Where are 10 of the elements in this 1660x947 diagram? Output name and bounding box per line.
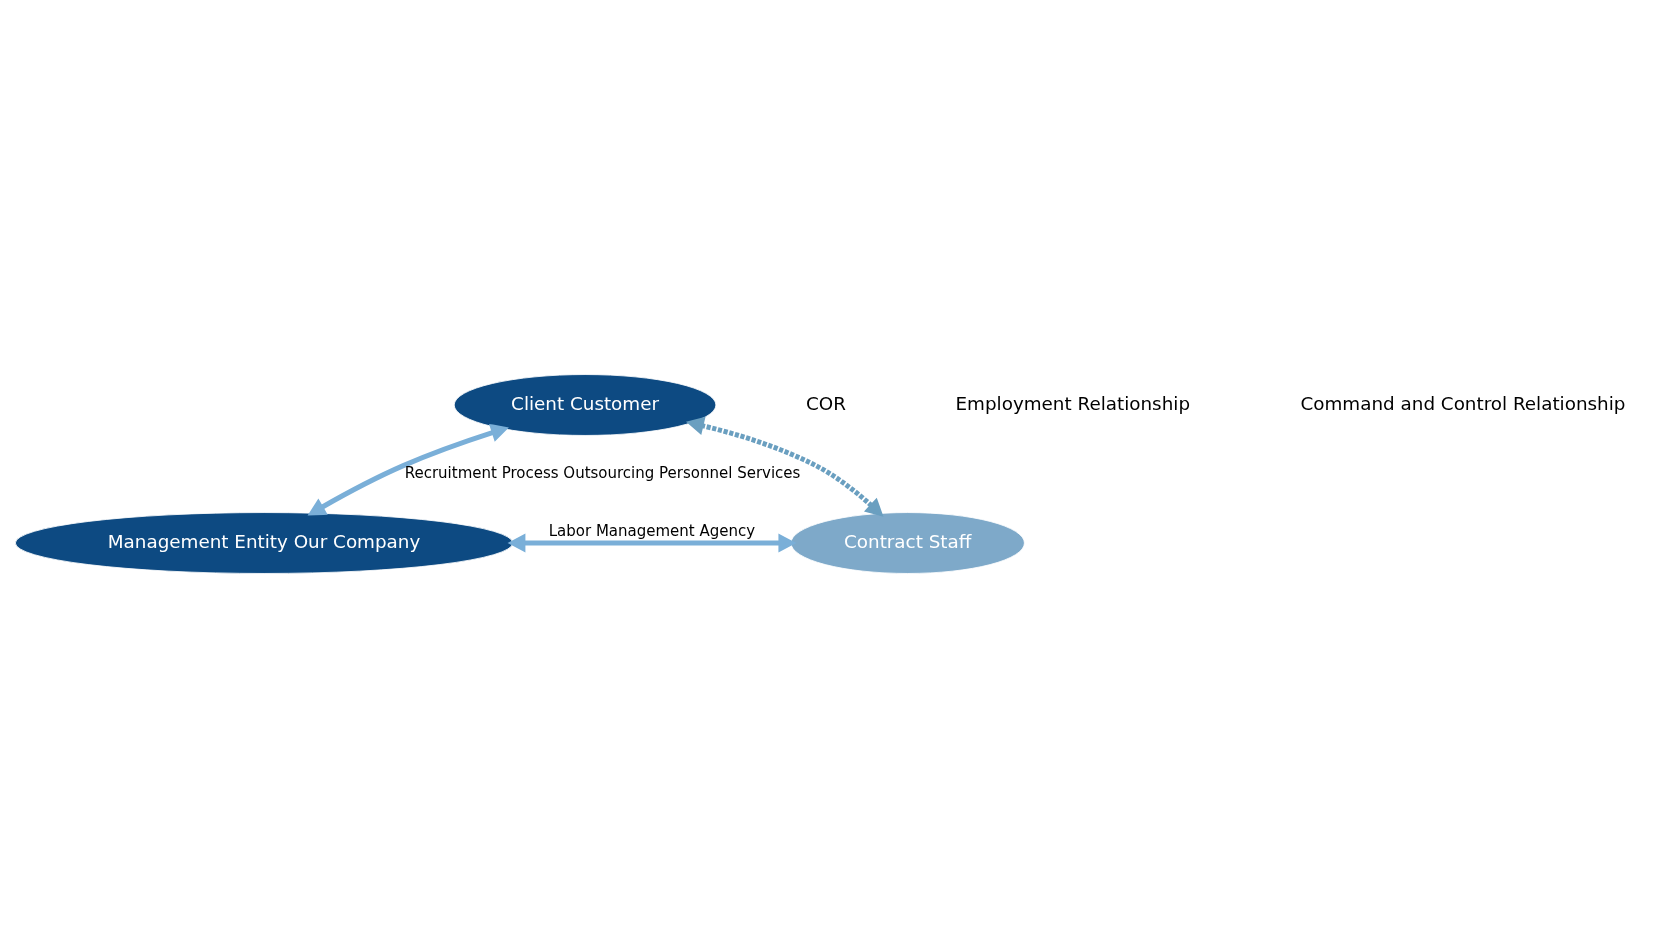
arrow bbox=[307, 423, 509, 515]
arrow bbox=[686, 416, 884, 517]
label: Employment Relationship bbox=[955, 392, 1191, 414]
node-ellipse: Management Entity Our Company bbox=[14, 511, 514, 574]
node-ellipse: Contract Staff bbox=[790, 511, 1025, 574]
label: COR bbox=[806, 392, 846, 414]
arrow bbox=[507, 533, 797, 552]
edge-label: Recruitment Process Outsourcing Personnel Services bbox=[404, 463, 801, 482]
label: Command and Control Relationship bbox=[1300, 392, 1626, 414]
edge-label: Labor Management Agency bbox=[548, 521, 756, 540]
